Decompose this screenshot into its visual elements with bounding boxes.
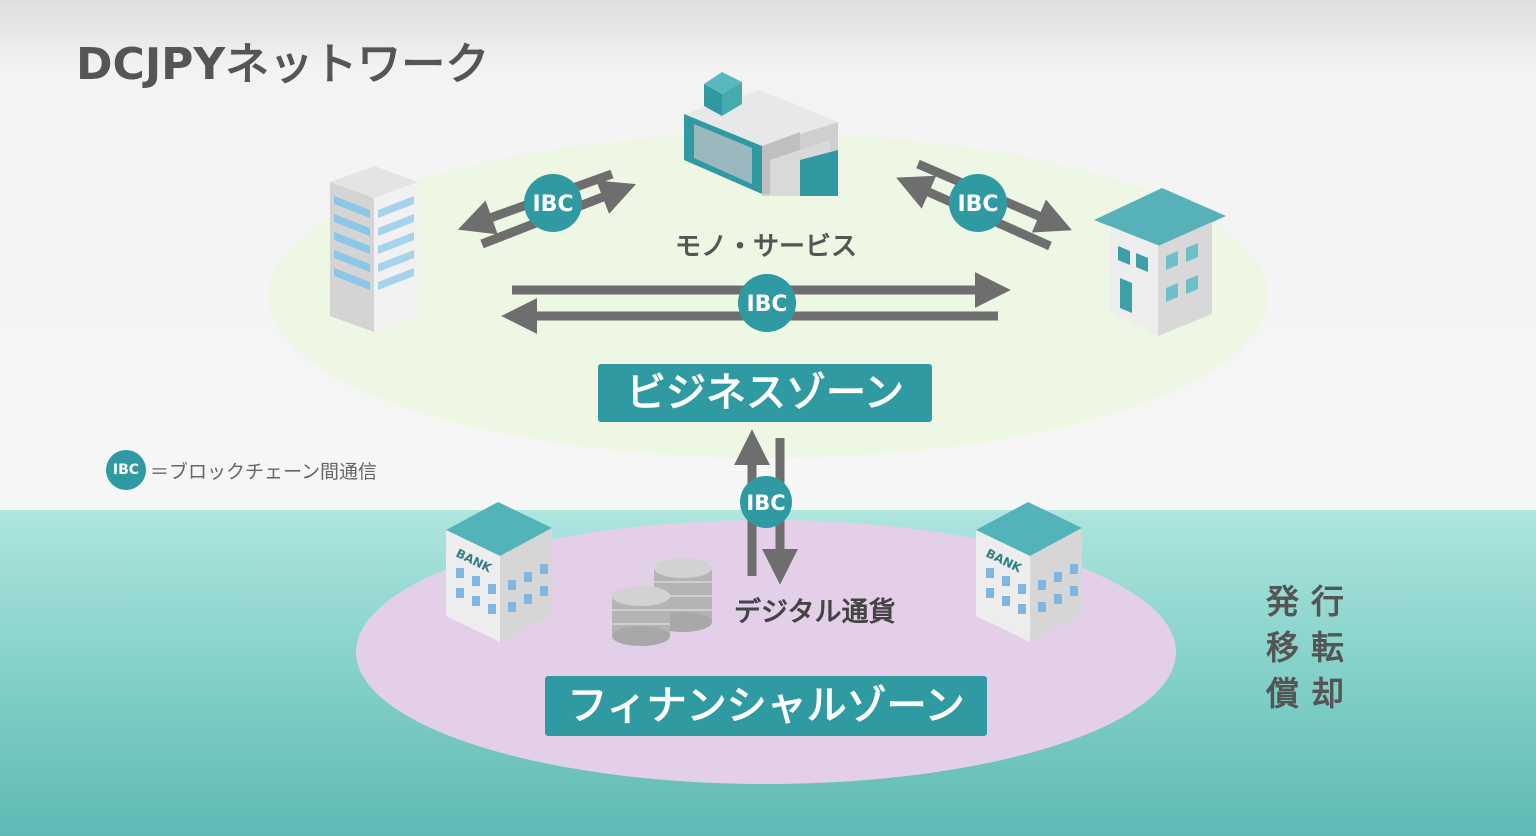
financial-zone-label: フィナンシャルゾーン	[545, 676, 987, 736]
bank-right-icon: BANK	[976, 502, 1082, 642]
digital-currency-label: デジタル通貨	[734, 597, 896, 628]
ibc-badge: IBC	[738, 274, 796, 332]
coin-stack-icon	[612, 558, 712, 646]
office-building-icon	[330, 166, 418, 332]
factory-icon	[684, 72, 838, 196]
goods-services-label: モノ・サービス	[675, 232, 858, 262]
operation-char: 却	[1311, 674, 1344, 713]
currency-operations: 発 行 移 転 償 却	[1266, 582, 1356, 714]
svg-text:IBC: IBC	[746, 292, 787, 317]
operation-char: 転	[1311, 628, 1344, 667]
legend-ibc-badge: IBC	[106, 450, 146, 490]
house-icon	[1094, 188, 1226, 336]
ibc-badge: IBC	[949, 174, 1007, 232]
ibc-badge: IBC	[524, 174, 582, 232]
ibc-badge: IBC	[740, 476, 792, 528]
svg-text:IBC: IBC	[532, 192, 573, 217]
operation-char: 移	[1266, 628, 1299, 667]
svg-text:IBC: IBC	[746, 491, 785, 515]
operation-char: 償	[1266, 674, 1299, 713]
ibc-legend: IBC ＝ブロックチェーン間通信	[106, 450, 377, 490]
business-zone-label: ビジネスゾーン	[598, 364, 932, 422]
page-title: DCJPYネットワーク	[76, 39, 490, 90]
svg-text:IBC: IBC	[957, 192, 998, 217]
operation-char: 行	[1311, 582, 1344, 621]
operation-char: 発	[1266, 582, 1299, 621]
legend-text: ＝ブロックチェーン間通信	[150, 460, 378, 483]
bank-left-icon: BANK	[446, 502, 552, 642]
